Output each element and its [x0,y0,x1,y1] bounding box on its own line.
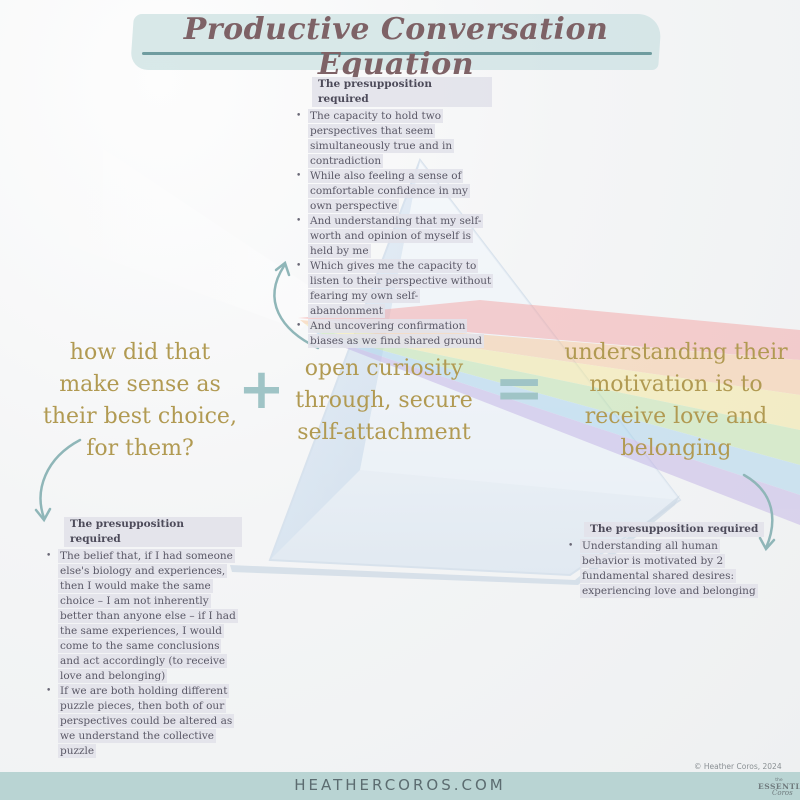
arrow-right [742,473,774,550]
list-item: And understanding that my self-worth and… [296,214,492,259]
list-item: The capacity to hold two perspectives th… [296,109,492,169]
list-item: The belief that, if I had someone else's… [46,549,242,684]
list-item: Understanding all human behavior is moti… [568,539,766,599]
block-heading: The presupposition required [64,517,242,547]
title-banner: Productive Conversation Equation [130,4,662,82]
plus-operator: + [238,357,285,422]
logo-coros: Coros [772,789,793,797]
equation-result: understanding their motivation is to rec… [564,340,788,461]
presupposition-block-right: The presupposition required Understandin… [568,522,766,599]
equals-operator: = [494,353,545,423]
logo-essential: ESSENTIAL [758,782,800,791]
copyright-text: © Heather Coros, 2024 [694,762,782,771]
website-link[interactable]: HEATHERCOROS.COM [294,776,506,794]
rainbow [298,300,800,525]
presupposition-list: Understanding all human behavior is moti… [568,539,766,599]
footer-band: HEATHERCOROS.COM [0,772,800,800]
arrow-left [39,438,82,520]
presupposition-block-left: The presupposition required The belief t… [46,517,242,759]
list-item: While also feeling a sense of comfortabl… [296,169,492,214]
presupposition-block-top: The presupposition required The capacity… [296,77,494,349]
equation-term-2: open curiosity through, secure self-atta… [295,356,473,445]
list-item: Which gives me the capacity to listen to… [296,259,494,319]
presupposition-list: The belief that, if I had someone else's… [46,549,242,759]
list-item: And uncovering confirmation biases as we… [296,319,492,349]
page-title: Productive Conversation Equation [183,12,609,82]
title-underline [142,52,652,55]
equation-term-1: how did that make sense as their best ch… [43,340,237,461]
list-item: If we are both holding different puzzle … [46,684,242,759]
arrow-left-head [34,507,52,523]
arrow-top-head [274,260,291,277]
light-beam [0,80,330,330]
block-heading: The presupposition required [312,77,492,107]
logo-the: the [775,778,783,783]
presupposition-list: The capacity to hold two perspectives th… [296,109,494,349]
block-heading: The presupposition required [584,522,765,537]
